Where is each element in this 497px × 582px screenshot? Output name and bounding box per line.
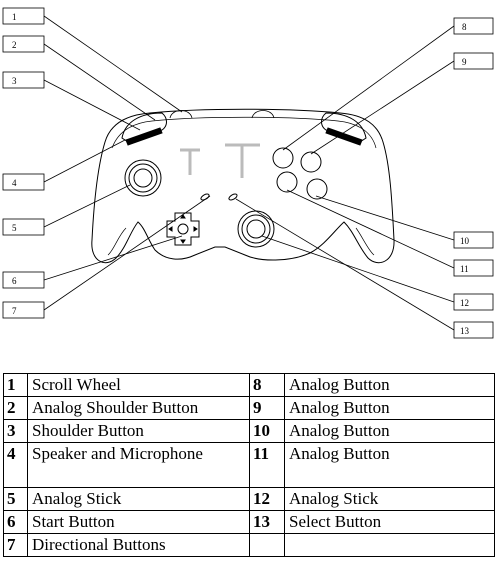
directional-buttons xyxy=(166,212,200,246)
legend-number: 11 xyxy=(249,442,285,488)
select-button xyxy=(228,193,238,201)
legend-number: 6 xyxy=(3,510,28,534)
legend-row: 3 Shoulder Button 10 Analog Button xyxy=(3,419,495,443)
legend-number: 3 xyxy=(3,419,28,443)
svg-text:11: 11 xyxy=(460,264,469,274)
legend-label: Analog Shoulder Button xyxy=(27,396,250,420)
callout-11: 11 xyxy=(453,259,494,277)
analog-button-10 xyxy=(276,171,298,193)
legend-row: 7 Directional Buttons xyxy=(3,533,495,557)
legend-label: Directional Buttons xyxy=(27,533,250,557)
analog-button-11 xyxy=(306,178,328,200)
legend-label: Analog Stick xyxy=(27,487,250,511)
legend-number: 9 xyxy=(249,396,285,420)
svg-text:7: 7 xyxy=(12,306,17,316)
svg-text:13: 13 xyxy=(460,326,470,336)
callout-8: 8 xyxy=(453,17,494,35)
callout-9: 9 xyxy=(453,52,494,70)
callout-12: 12 xyxy=(453,293,494,311)
legend-number: 4 xyxy=(3,442,28,488)
legend-number: 13 xyxy=(249,510,285,534)
svg-text:9: 9 xyxy=(462,57,467,67)
legend-label: Select Button xyxy=(284,510,495,534)
callout-13: 13 xyxy=(453,321,494,339)
legend-label: Scroll Wheel xyxy=(27,373,250,397)
legend-label: Analog Button xyxy=(284,419,495,443)
callout-5: 5 xyxy=(2,218,45,236)
legend-row: 1 Scroll Wheel 8 Analog Button xyxy=(3,373,495,397)
legend-row: 4 Speaker and Microphone 11 Analog Butto… xyxy=(3,442,495,488)
leader-lines xyxy=(43,15,455,331)
callout-7: 7 xyxy=(2,301,45,319)
legend-row: 2 Analog Shoulder Button 9 Analog Button xyxy=(3,396,495,420)
legend-number: 2 xyxy=(3,396,28,420)
legend-label: Start Button xyxy=(27,510,250,534)
svg-text:6: 6 xyxy=(12,276,17,286)
legend-label: Speaker and Microphone xyxy=(27,442,250,488)
svg-text:8: 8 xyxy=(462,22,467,32)
svg-text:1: 1 xyxy=(12,12,17,22)
legend-label: Analog Button xyxy=(284,396,495,420)
svg-text:4: 4 xyxy=(12,178,17,188)
callout-6: 6 xyxy=(2,271,45,289)
right-shoulder-button xyxy=(325,127,363,146)
svg-text:5: 5 xyxy=(12,223,17,233)
legend-number: 1 xyxy=(3,373,28,397)
legend-label: Analog Stick xyxy=(284,487,495,511)
right-analog-stick xyxy=(237,210,275,248)
legend-number: 7 xyxy=(3,533,28,557)
left-shoulder-button xyxy=(125,127,163,146)
controller-diagram: 1 2 3 4 5 6 7 8 9 10 11 12 13 xyxy=(2,7,494,339)
callout-10: 10 xyxy=(453,231,494,249)
legend-row: 6 Start Button 13 Select Button xyxy=(3,510,495,534)
legend-number: 8 xyxy=(249,373,285,397)
controller-body xyxy=(91,108,395,263)
analog-button-9 xyxy=(300,151,322,173)
callout-2: 2 xyxy=(2,35,45,53)
svg-text:2: 2 xyxy=(12,40,17,50)
legend-label xyxy=(284,533,495,557)
legend-table: 1 Scroll Wheel 8 Analog Button 2 Analog … xyxy=(3,373,495,557)
legend-number: 12 xyxy=(249,487,285,511)
analog-button-8 xyxy=(272,147,294,169)
callout-4: 4 xyxy=(2,173,45,191)
legend-number: 10 xyxy=(249,419,285,443)
legend-label: Analog Button xyxy=(284,442,495,488)
left-analog-stick xyxy=(124,159,162,197)
svg-text:12: 12 xyxy=(460,298,469,308)
legend-label: Shoulder Button xyxy=(27,419,250,443)
legend-number xyxy=(249,533,285,557)
callout-3: 3 xyxy=(2,71,45,89)
legend-row: 5 Analog Stick 12 Analog Stick xyxy=(3,487,495,511)
legend-label: Analog Button xyxy=(284,373,495,397)
svg-text:10: 10 xyxy=(460,236,470,246)
svg-text:3: 3 xyxy=(12,76,17,86)
legend-number: 5 xyxy=(3,487,28,511)
callout-1: 1 xyxy=(2,7,45,25)
